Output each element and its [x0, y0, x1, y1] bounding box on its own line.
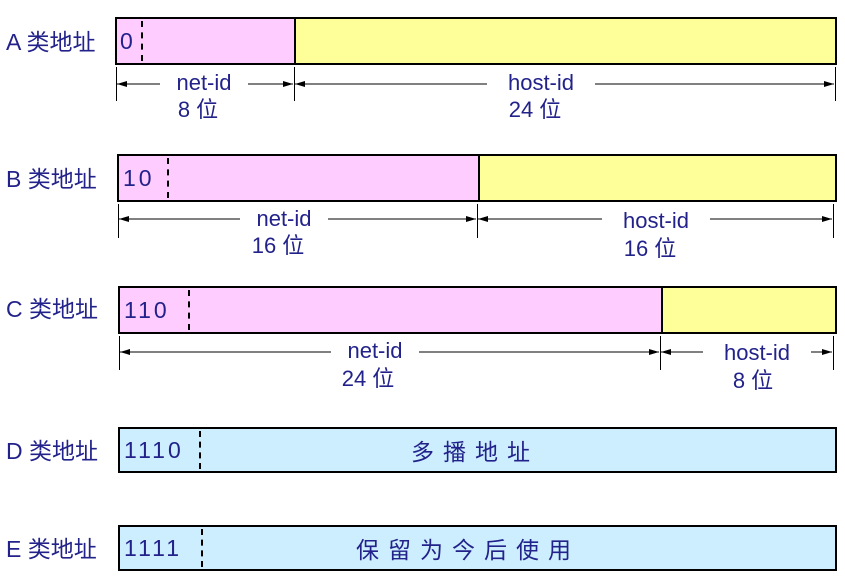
class-c-prefix-bits: 110 — [124, 296, 170, 323]
class-e-address-field — [120, 527, 835, 569]
class-e-address-bar: 1111 保留为今后使用 — [118, 525, 837, 571]
class-a-dim-tick — [835, 67, 836, 101]
class-b-net-field — [119, 156, 479, 200]
class-b-field-divider — [478, 156, 480, 200]
class-a-dim-tick — [294, 67, 295, 101]
class-d-address-field — [120, 429, 835, 471]
class-b-address-bar: 10 — [117, 154, 837, 202]
class-e-label: E 类地址 — [6, 536, 97, 562]
class-a-prefix-bits: 0 — [120, 27, 136, 54]
class-c-host-id-label: host-id — [703, 340, 811, 366]
class-b-dim-tick — [833, 204, 834, 238]
class-c-prefix-divider — [188, 290, 190, 330]
class-a-host-bits: 24 位 — [508, 97, 562, 122]
class-d-prefix-bits: 1110 — [124, 436, 184, 463]
class-b-net-bits: 16 位 — [251, 233, 305, 258]
class-c-address-bar: 110 — [118, 286, 837, 334]
class-b-label: B 类地址 — [6, 166, 97, 192]
class-e-prefix-bits: 1111 — [124, 534, 183, 561]
class-a-host-field — [295, 19, 835, 63]
class-a-net-id-label: net-id — [160, 70, 248, 96]
class-c-dim-tick — [833, 336, 834, 370]
class-c-net-bits: 24 位 — [341, 366, 395, 391]
class-c-label: C 类地址 — [6, 296, 98, 322]
class-d-multicast-text: 多播地址 — [411, 439, 539, 465]
class-e-reserved-text: 保留为今后使用 — [356, 537, 580, 563]
class-b-prefix-bits: 10 — [123, 164, 155, 191]
class-b-dim-tick — [477, 204, 478, 238]
class-c-net-id-label: net-id — [331, 338, 419, 364]
class-b-host-bits: 16 位 — [623, 236, 677, 261]
class-d-prefix-divider — [199, 431, 201, 469]
class-b-dim-tick — [118, 204, 119, 238]
class-b-host-field — [479, 156, 835, 200]
class-b-host-id-label: host-id — [602, 208, 710, 234]
class-a-dim-tick — [116, 67, 117, 101]
class-a-label: A 类地址 — [6, 29, 96, 55]
class-a-net-field — [117, 19, 295, 63]
class-a-prefix-divider — [141, 21, 143, 61]
class-c-dim-tick — [660, 336, 661, 370]
class-c-dim-tick — [119, 336, 120, 370]
class-a-address-bar: 0 — [115, 17, 837, 65]
class-d-address-bar: 1110 多播地址 — [118, 427, 837, 473]
class-d-label: D 类地址 — [6, 438, 98, 464]
class-e-prefix-divider — [201, 529, 203, 567]
class-c-host-bits: 8 位 — [732, 368, 774, 393]
class-c-net-field — [120, 288, 662, 332]
class-c-host-field — [662, 288, 835, 332]
class-a-host-id-label: host-id — [487, 70, 595, 96]
class-b-prefix-divider — [167, 158, 169, 198]
class-b-net-id-label: net-id — [240, 206, 328, 232]
class-c-field-divider — [661, 288, 663, 332]
class-a-field-divider — [294, 19, 296, 63]
class-a-net-bits: 8 位 — [177, 97, 219, 122]
